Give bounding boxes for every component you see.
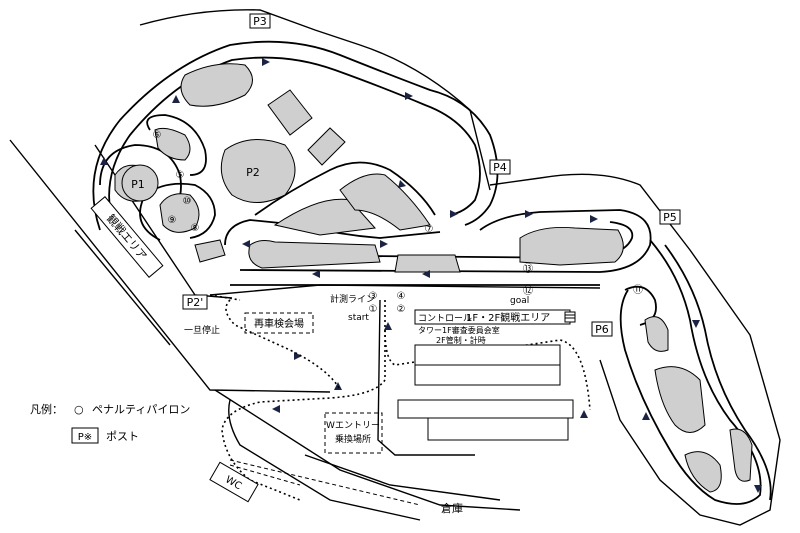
legend-pylon-text: ペナルティパイロン [92, 403, 190, 416]
legend: 凡例： ○ ペナルティパイロン P※ ポスト [30, 402, 190, 444]
legend-post-symbol: P※ [78, 432, 92, 443]
pylon-9: ⑨ [168, 215, 177, 226]
pit-routes [209, 294, 591, 501]
control-label: コントロール [418, 314, 472, 324]
outer-boundary [9, 9, 781, 526]
w-entry-box [324, 412, 383, 454]
post-p5: P5 [663, 211, 677, 224]
pylon-5: ⑤ [176, 170, 185, 181]
pylon-1: ① [369, 304, 378, 315]
timing-line-label: 計測ライン [330, 293, 375, 305]
buildings [229, 309, 576, 506]
post-p2p: P2' [187, 296, 204, 309]
tower-1f-label: タワー1F審査委員会室 [418, 325, 500, 335]
pylon-10: ⑩ [183, 196, 192, 207]
tower-2f-label: 2F管制・計時 [436, 335, 486, 345]
legend-pylon-symbol: ○ [74, 403, 84, 416]
infield-areas [114, 63, 753, 493]
reinspection-box [244, 312, 314, 334]
legend-title: 凡例： [30, 402, 63, 416]
warehouse-label: 倉庫 [441, 501, 463, 515]
goal-label: goal [510, 296, 529, 306]
viewing-area-left-label: 観戦エリア [104, 211, 150, 262]
reinspection-label: 再車検会場 [254, 317, 304, 330]
labels: 観戦エリア 計測ライン start goal コントロール 1F・2F観戦エリア… [90, 196, 550, 515]
post-p2: P2 [246, 166, 260, 179]
w-entry-label-2: 乗換場所 [335, 433, 371, 445]
pylon-2: ② [397, 304, 406, 315]
pylon-13: ⑬ [523, 263, 533, 275]
post-p6: P6 [595, 323, 609, 336]
pylon-6: ⑥ [153, 130, 162, 141]
w-entry-label-1: Wエントリー [326, 421, 380, 431]
post-p1: P1 [131, 178, 145, 191]
p2-area [220, 139, 296, 203]
pylon-7: ⑦ [425, 224, 434, 235]
post-p3: P3 [253, 15, 267, 28]
start-label: start [348, 313, 369, 323]
viewing-area-1f2f-label: 1F・2F観戦エリア [466, 311, 550, 324]
pylon-11: ⑪ [633, 284, 643, 296]
legend-post-text: ポスト [106, 430, 139, 443]
post-boxes: P3 P4 P5 P6 P2' P1 P2 [131, 13, 681, 337]
pylon-8: ⑧ [191, 223, 200, 234]
pylons: ① ② ③ ④ ⑤ ⑥ ⑦ ⑧ ⑨ ⑩ ⑪ ⑫ ⑬ [153, 130, 643, 315]
direction-arrows [100, 58, 762, 493]
pylon-4: ④ [397, 291, 406, 302]
p1-circle [121, 164, 159, 202]
post-p4: P4 [493, 161, 507, 174]
pylon-3: ③ [369, 291, 378, 302]
stop-label: 一旦停止 [184, 324, 220, 336]
pylon-12: ⑫ [523, 285, 533, 297]
